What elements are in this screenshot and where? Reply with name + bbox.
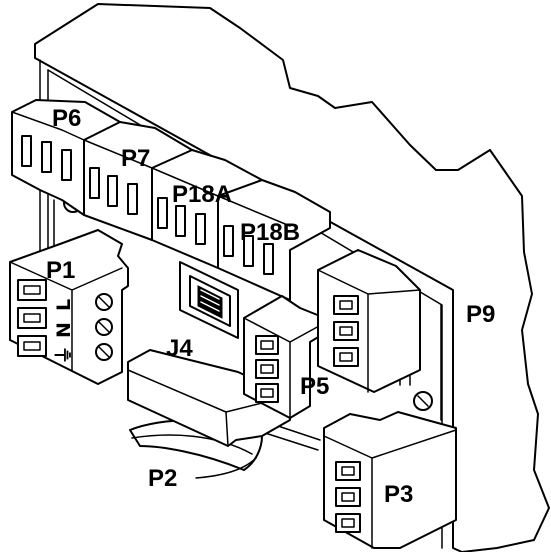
label-p1: P1 (46, 257, 75, 284)
mark-neutral: N (53, 322, 75, 338)
label-p3: P3 (384, 481, 413, 508)
label-j4: J4 (166, 335, 193, 362)
connector-p3 (323, 411, 457, 549)
connector-p5 (243, 295, 331, 419)
mark-earth: ⏚ (53, 345, 75, 364)
labels: P6 P7 P18A P18B P1 J4 P5 P9 P2 P3 (46, 105, 495, 508)
label-p2: P2 (148, 465, 177, 492)
jack-j4 (179, 261, 239, 339)
connector-right-upper (317, 249, 421, 393)
label-p18b: P18B (240, 219, 300, 246)
connector-p2 (127, 349, 291, 471)
connector-p18b (217, 179, 331, 301)
label-p5: P5 (300, 373, 329, 400)
label-p7: P7 (121, 145, 150, 172)
label-p18a: P18A (172, 181, 232, 208)
label-p9: P9 (466, 301, 495, 328)
header-strip (11, 99, 331, 301)
connector-p1: L N ⏚ (9, 229, 129, 385)
leader-p2 (195, 457, 257, 479)
label-p6: P6 (52, 105, 81, 132)
mark-line: L (53, 299, 75, 311)
